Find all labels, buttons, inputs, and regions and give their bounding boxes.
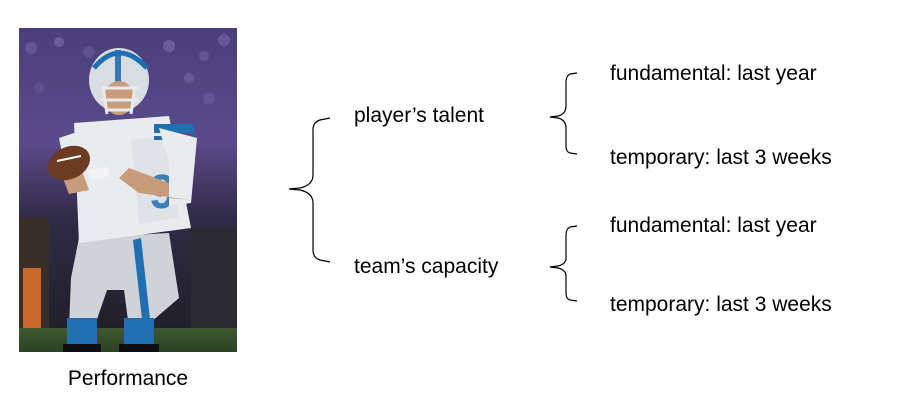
leaf-label-capacity-fundamental: fundamental: last year: [610, 214, 817, 237]
leaf-label-capacity-temporary: temporary: last 3 weeks: [610, 293, 832, 316]
leaf-label-talent-fundamental: fundamental: last year: [610, 62, 817, 85]
branch-label-players-talent: player’s talent: [354, 104, 484, 127]
leaf-label-talent-temporary: temporary: last 3 weeks: [610, 146, 832, 169]
branch-label-teams-capacity: team’s capacity: [354, 255, 499, 278]
photo-caption: Performance: [67, 367, 189, 390]
capacity-bracket: [549, 225, 578, 302]
main-bracket: [288, 117, 331, 263]
quarterback-illustration: 9: [19, 28, 237, 352]
quarterback-photo: 9: [19, 28, 237, 352]
talent-bracket: [549, 72, 578, 155]
